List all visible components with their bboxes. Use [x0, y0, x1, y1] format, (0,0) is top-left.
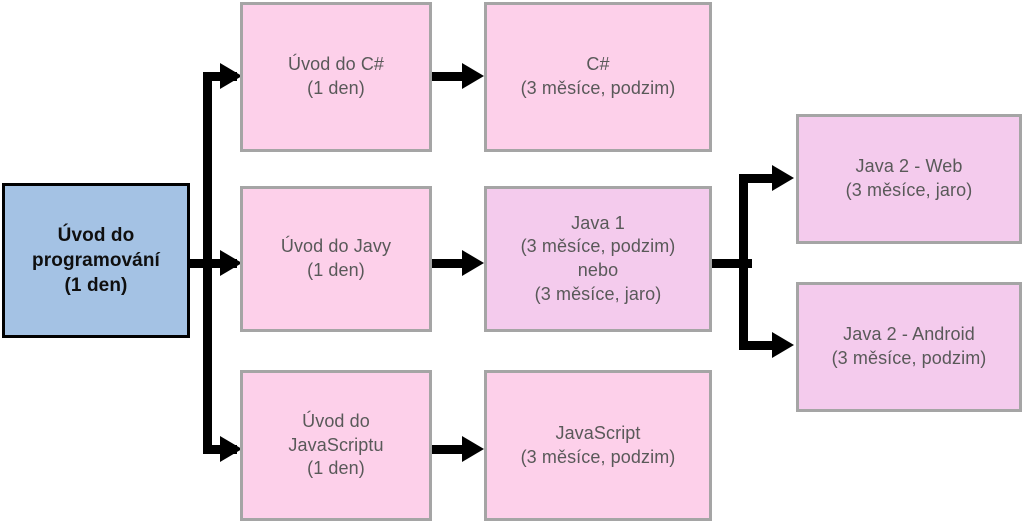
arrowhead-intro-java-to-java1 [462, 250, 484, 276]
connector-java1-stub [712, 259, 752, 268]
arrowhead-intro-javascript-to-javascript [462, 436, 484, 462]
arrowhead-root-to-intro-javascript [220, 436, 242, 462]
node-java2-android[interactable]: Java 2 - Android (3 měsíce, podzim) [796, 282, 1022, 412]
node-label-javascript: JavaScript (3 měsíce, podzim) [520, 422, 676, 467]
arrowhead-root-to-intro-csharp [220, 63, 242, 89]
node-label-uvod-do-javy: Úvod do Javy (1 den) [280, 236, 392, 280]
connector-root-stub [186, 259, 212, 268]
connector-java1-to-java2-android [739, 341, 779, 350]
node-java1[interactable]: Java 1 (3 měsíce, podzim) nebo (3 měsíce… [484, 186, 712, 332]
node-label-csharp: C# (3 měsíce, podzim) [520, 54, 676, 98]
connector-intro-javascript-to-javascript [432, 445, 468, 454]
node-java2-web[interactable]: Java 2 - Web (3 měsíce, jaro) [796, 114, 1022, 244]
node-label-java1: Java 1 (3 měsíce, podzim) nebo (3 měsíce… [520, 212, 676, 304]
node-uvod-do-csharp[interactable]: Úvod do C# (1 den) [240, 2, 432, 152]
arrowhead-java1-to-java2-web [772, 165, 794, 191]
connector-intro-java-to-java1 [432, 259, 468, 268]
node-javascript[interactable]: JavaScript (3 měsíce, podzim) [484, 370, 712, 521]
arrowhead-java1-to-java2-android [772, 332, 794, 358]
node-label-uvod-do-programovani: Úvod do programování (1 den) [32, 224, 160, 297]
connector-intro-csharp-to-csharp [432, 72, 468, 81]
connector-java2-spine [739, 174, 748, 350]
node-label-uvod-do-csharp: Úvod do C# (1 den) [287, 54, 385, 98]
connector-java1-to-java2-web [739, 174, 779, 183]
arrowhead-intro-csharp-to-csharp [462, 63, 484, 89]
node-label-java2-web: Java 2 - Web (3 měsíce, jaro) [845, 156, 973, 200]
node-label-uvod-do-javascriptu: Úvod do JavaScriptu (1 den) [288, 410, 384, 479]
node-uvod-do-javascriptu[interactable]: Úvod do JavaScriptu (1 den) [240, 370, 432, 521]
node-csharp[interactable]: C# (3 měsíce, podzim) [484, 2, 712, 152]
node-label-java2-android: Java 2 - Android (3 měsíce, podzim) [831, 324, 987, 368]
node-uvod-do-javy[interactable]: Úvod do Javy (1 den) [240, 186, 432, 332]
arrowhead-root-to-intro-java [220, 250, 242, 276]
node-uvod-do-programovani[interactable]: Úvod do programování (1 den) [2, 183, 190, 338]
